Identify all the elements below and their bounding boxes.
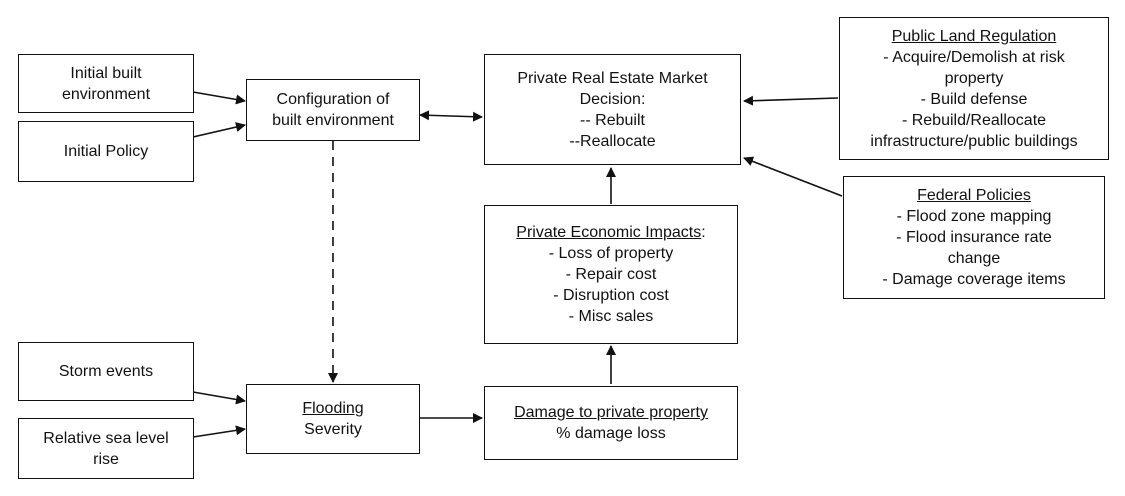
arrow-initial-policy-to-configuration [192,122,246,138]
node-configuration-of-built-environment: Configuration of built environment [246,79,420,141]
arrow-storm-to-flooding [192,391,246,405]
node-federal-policies: Federal Policies - Flood zone mapping - … [843,176,1105,299]
node-private-economic-impacts: Private Economic Impacts: - Loss of prop… [484,205,738,344]
arrow-configuration-market-bidirectional [419,110,483,122]
node-storm-events: Storm events [18,342,194,401]
node-initial-built-environment: Initial built environment [18,54,194,113]
node-initial-policy: Initial Policy [18,121,194,182]
arrow-public-land-to-market [743,95,839,106]
arrow-sea-level-to-flooding [192,425,246,438]
node-private-real-estate-market-decision: Private Real Estate Market Decision: -- … [484,54,741,165]
arrow-federal-to-market [743,156,843,197]
node-flooding-severity: Flooding Severity [246,384,420,454]
node-relative-sea-level-rise: Relative sea level rise [18,418,194,479]
node-public-land-regulation: Public Land Regulation - Acquire/Demolis… [839,17,1109,160]
arrow-initial-built-to-configuration [192,91,246,105]
node-damage-to-private-property: Damage to private property % damage loss [484,386,738,460]
